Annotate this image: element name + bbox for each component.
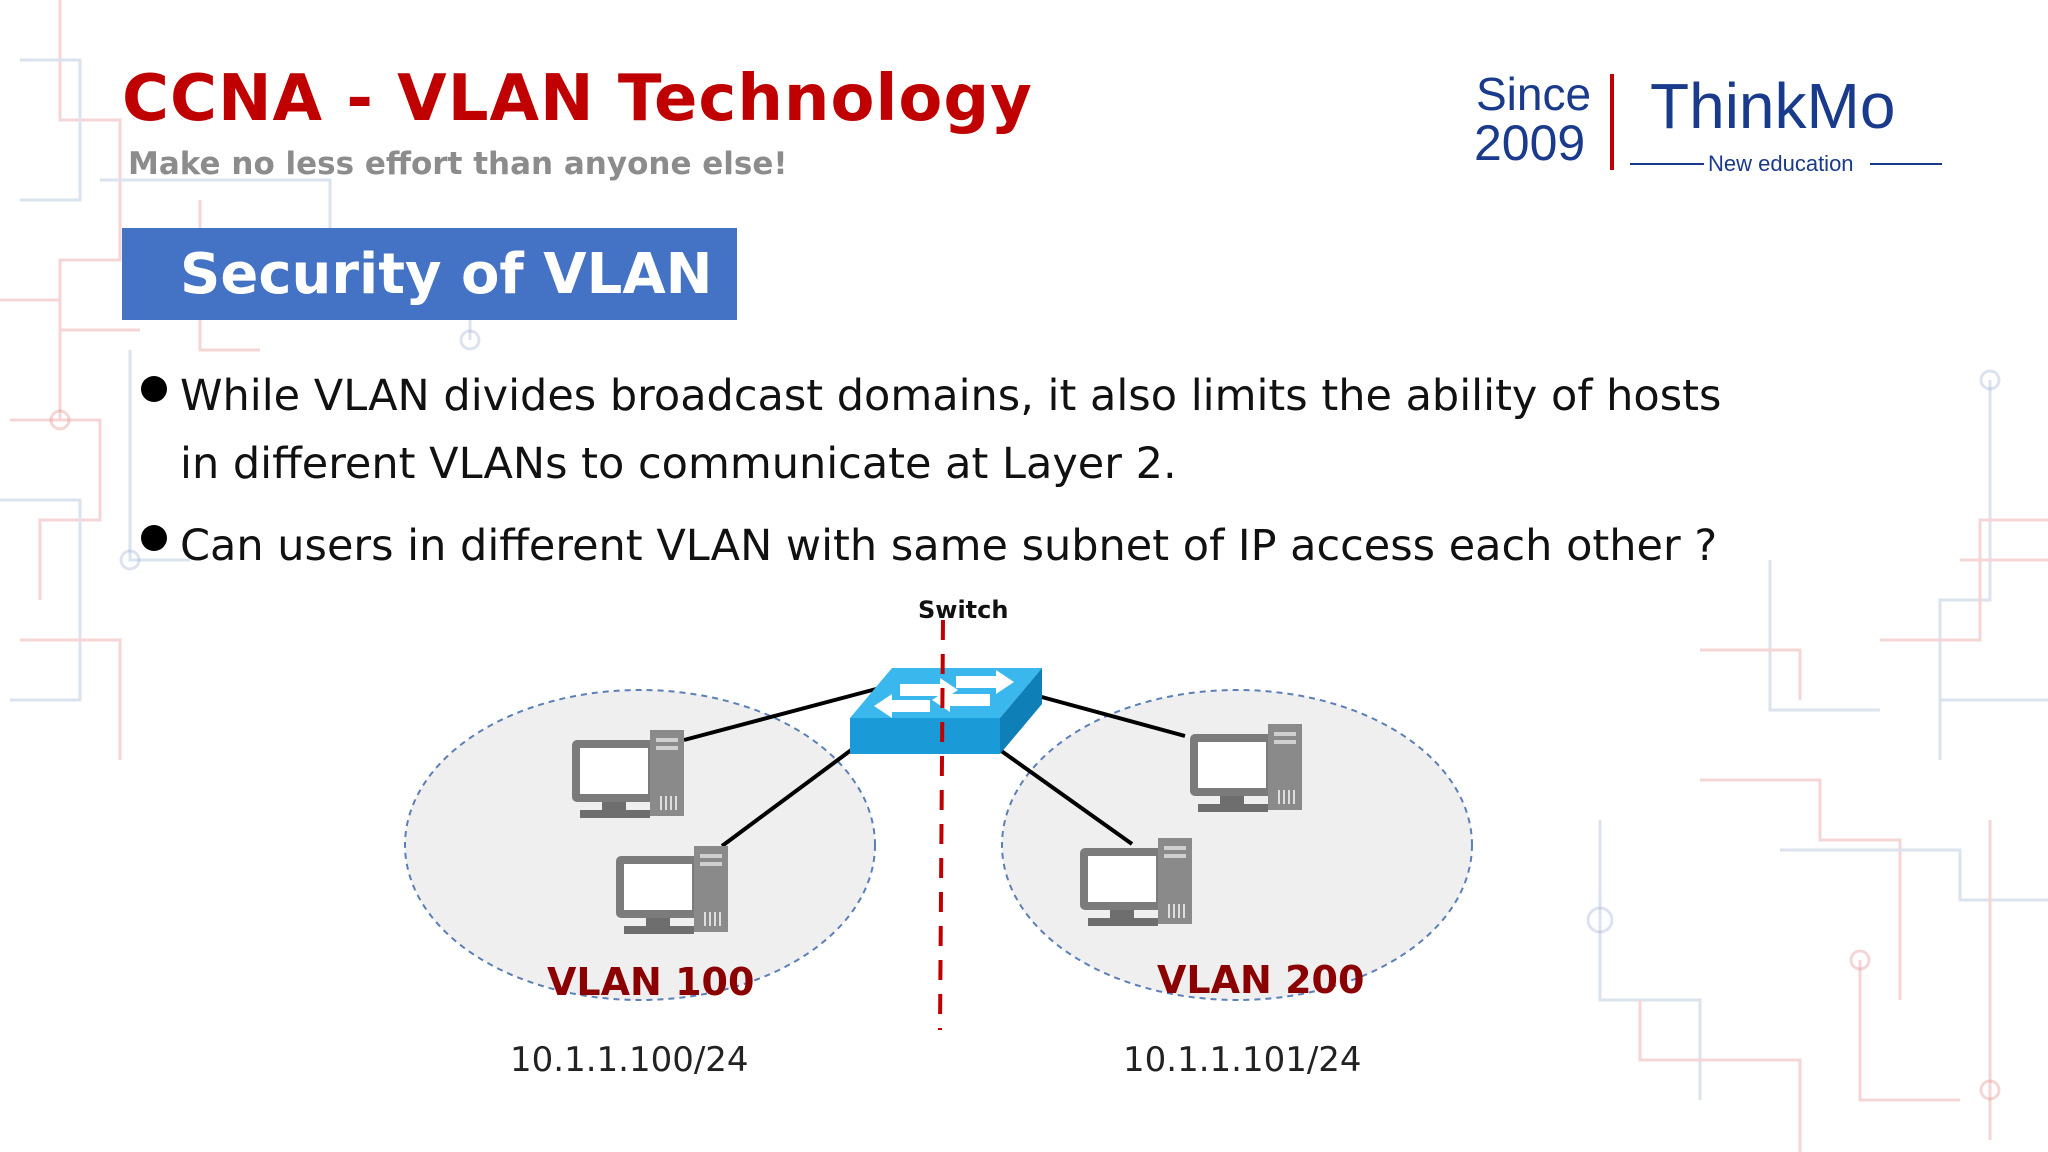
- bullet-dot: [141, 376, 167, 402]
- switch-label: Switch: [918, 596, 1009, 624]
- logo-year: 2009: [1474, 115, 1585, 171]
- link: [998, 748, 1134, 846]
- vlan-divider: [938, 619, 945, 1031]
- logo-divider: [1610, 74, 1614, 170]
- vlan-200-label: VLAN 200: [1157, 958, 1365, 1002]
- section-header: Security of VLAN: [122, 228, 737, 320]
- bullet-2-line-1: Can users in different VLAN with same su…: [180, 521, 1718, 571]
- logo-since-label: Since: [1476, 68, 1591, 120]
- vlan-100-zone: [404, 689, 876, 1001]
- link: [683, 686, 881, 742]
- page-subtitle: Make no less effort than anyone else!: [128, 146, 788, 182]
- page-title: CCNA - VLAN Technology: [122, 62, 1033, 136]
- logo-brand: ThinkMo: [1650, 70, 1895, 142]
- network-switch-icon: [850, 668, 1042, 754]
- bullet-1-line-2: in different VLANs to communicate at Lay…: [180, 439, 1177, 489]
- thinkmo-logo: Since 2009 ThinkMo New education: [1474, 68, 1942, 176]
- vlan-100-label: VLAN 100: [547, 960, 755, 1004]
- logo-tagline: New education: [1708, 151, 1854, 176]
- section-title: Security of VLAN: [180, 242, 713, 307]
- vlan-100-ip: 10.1.1.100/24: [510, 1040, 749, 1080]
- vlan-200-ip: 10.1.1.101/24: [1123, 1040, 1362, 1080]
- bullet-dot: [141, 525, 167, 551]
- bullet-1-line-1: While VLAN divides broadcast domains, it…: [180, 371, 1722, 421]
- link: [720, 740, 864, 848]
- link: [1037, 694, 1186, 738]
